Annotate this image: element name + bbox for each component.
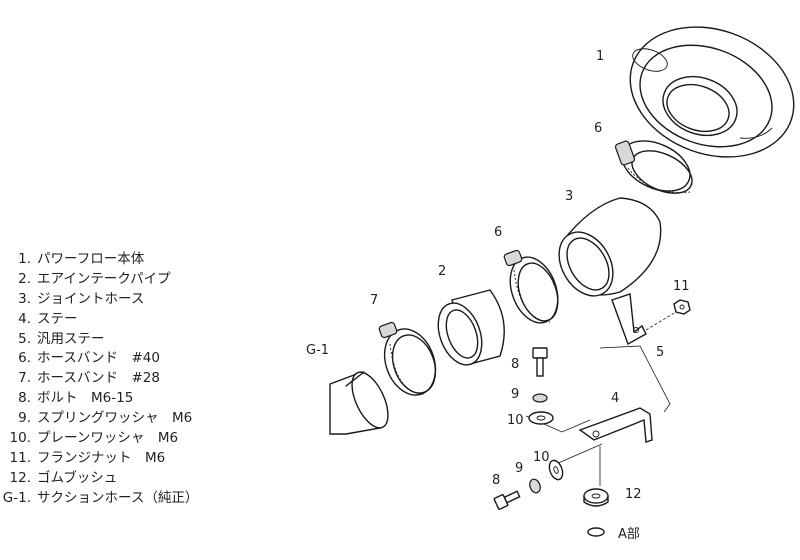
legend-part-name: サクションホース（純正） [37,489,199,506]
part-6-hose-band-lower [503,249,559,324]
callout-8-lower: 8 [492,473,500,488]
callout-10-upper: 10 [507,413,524,428]
part-7-hose-band [378,321,437,396]
detail-a-marker [587,527,605,537]
part-1-power-flow-body [629,26,795,158]
legend-number: 7. [18,370,31,387]
callout-6-upper: 6 [594,121,602,136]
callout-8-upper: 8 [511,357,519,372]
legend-number: 10. [9,430,31,447]
legend-number: 1. [18,251,31,267]
legend-number: 2. [18,270,31,287]
legend-item: 4. ステー [0,310,198,330]
part-5-general-stay [611,293,677,346]
legend-number: 8. [18,390,31,407]
part-g1-suction-hose [329,371,389,435]
legend-number: 3. [18,290,31,307]
callout-9-lower: 9 [515,461,523,476]
legend-item: 2. エアインテークパイプ [0,270,198,290]
legend-number: 11. [9,449,31,466]
legend-item: 3. ジョイントホース [0,290,198,310]
callout-2: 2 [438,264,446,279]
parts-legend: 1. パワーフロー本体 2. エアインテークパイプ 3. ジョイントホース 4. ステー 5. 汎… [0,250,199,509]
callout-4: 4 [611,391,619,406]
part-10-plain-washer-lower [548,459,564,481]
legend-item: 10. プレーンワッシャ M6 [0,429,198,449]
part-8-bolt-upper [532,347,548,377]
legend-item: 8. ボルト M6-15 [0,389,198,409]
part-9-spring-washer-lower [529,478,541,494]
callout-7: 7 [370,293,378,308]
part-4-stay [578,407,653,443]
legend-item: 11. フランジナット M6 [0,449,198,469]
legend-part-name: ボルト M6-15 [37,390,134,407]
callout-9-upper: 9 [511,387,519,402]
legend-item: G-1. サクションホース（純正） [0,489,199,509]
legend-part-name: ホースバンド #40 [37,350,160,367]
legend-part-name: ゴムブッシュ [37,469,118,486]
callout-1: 1 [596,49,604,64]
legend-part-name: ステー [37,310,78,327]
legend-part-name: ジョイントホース [37,290,145,307]
callout-a-part: A部 [618,527,640,542]
callout-g1: G-1 [306,343,329,358]
part-10-plain-washer-upper [528,411,554,425]
part-2-air-intake-pipe [437,289,505,366]
legend-part-name: スプリングワッシャ M6 [37,410,193,427]
legend-number: 4. [18,310,31,327]
callout-3: 3 [565,189,573,204]
legend-number: 9. [18,410,31,427]
part-3-joint-hose [558,197,662,297]
callout-6-lower: 6 [494,225,502,240]
part-12-rubber-bushing [583,488,609,507]
part-11-flange-nut [673,299,691,315]
legend-number: G-1. [2,489,31,506]
part-6-hose-band-upper [614,140,693,194]
legend-part-name: ホースバンド #28 [37,370,160,387]
part-9-spring-washer-upper [532,393,548,403]
legend-item: 12. ゴムブッシュ [0,469,198,489]
legend-part-name: 汎用ステー [37,330,105,347]
legend-part-name: パワーフロー本体 [37,251,145,267]
legend-part-name: プレーンワッシャ M6 [37,430,179,447]
legend-item: 1. パワーフロー本体 [0,250,198,270]
legend-item: 6. ホースバンド #40 [0,349,198,369]
callout-5: 5 [656,345,664,360]
legend-number: 12. [9,469,31,486]
callout-12: 12 [625,487,642,502]
part-8-bolt-lower [493,490,521,510]
callout-10-lower: 10 [533,450,550,465]
callout-11: 11 [673,279,690,294]
legend-number: 6. [18,350,31,367]
legend-part-name: フランジナット M6 [37,449,166,466]
legend-item: 5. 汎用ステー [0,330,198,350]
legend-item: 7. ホースバンド #28 [0,369,198,389]
legend-number: 5. [18,330,31,347]
legend-part-name: エアインテークパイプ [37,270,171,287]
legend-item: 9. スプリングワッシャ M6 [0,409,198,429]
